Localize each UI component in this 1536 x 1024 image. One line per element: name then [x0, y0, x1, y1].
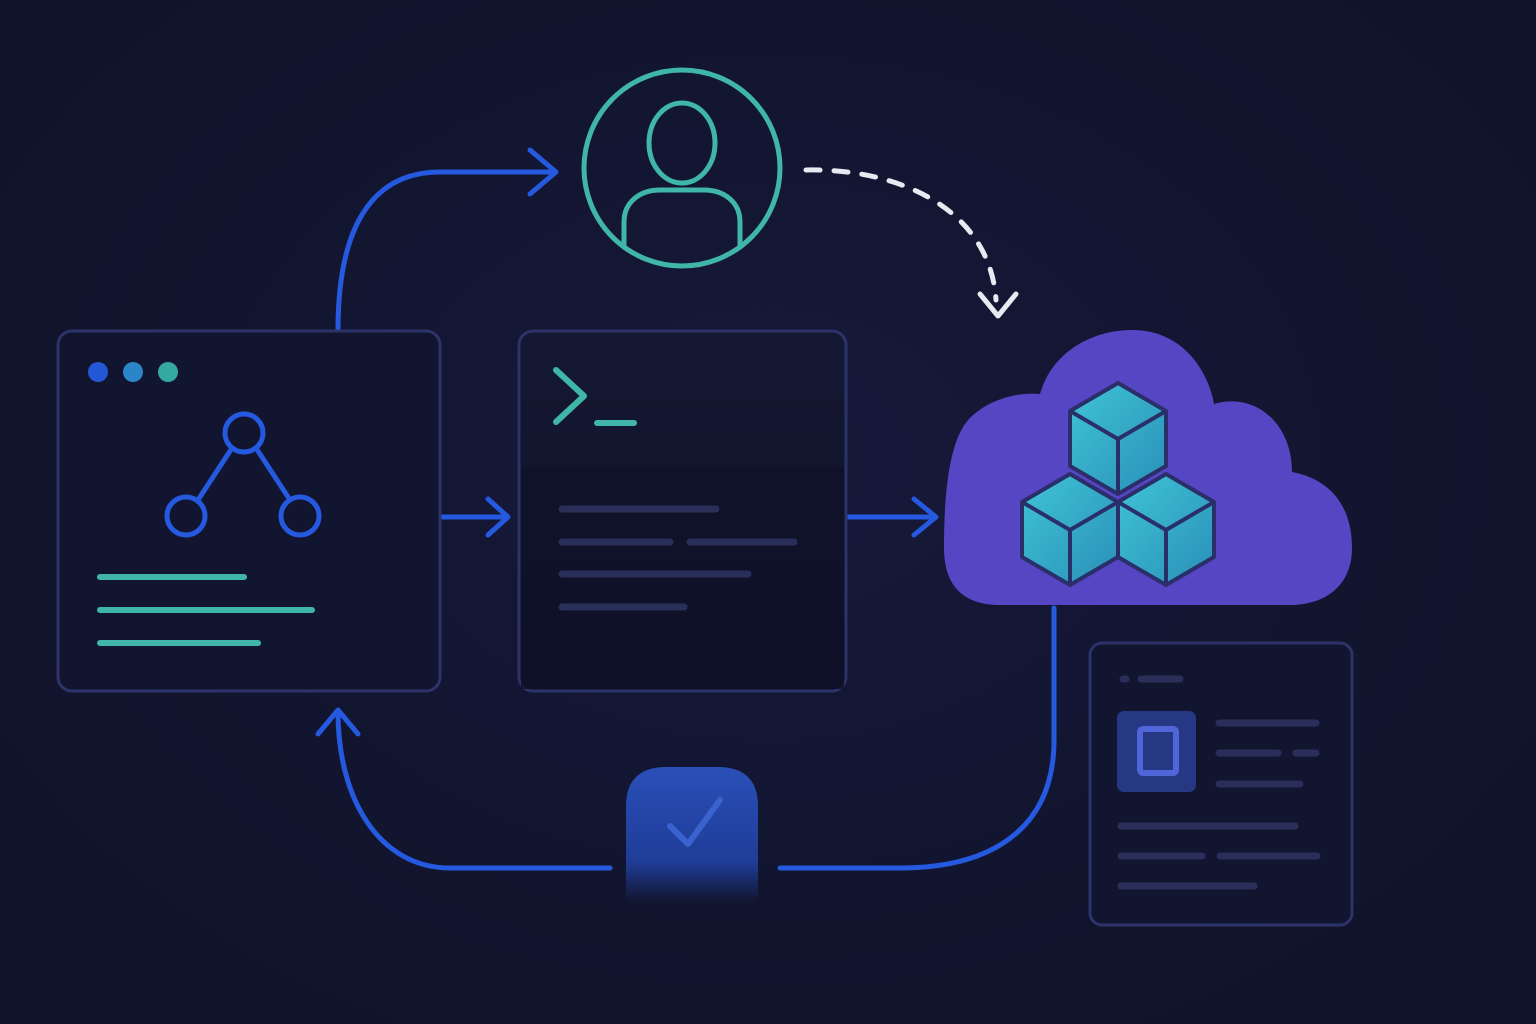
checkmark-icon [667, 797, 723, 847]
user-icon [621, 100, 743, 248]
code-window[interactable] [56, 329, 442, 693]
approval-badge[interactable] [626, 767, 758, 902]
connectors [315, 147, 1057, 871]
arrowhead-terminal-to-cloud [911, 496, 939, 538]
window-dot-1 [88, 362, 108, 382]
arrowhead-code-to-terminal [485, 496, 511, 538]
edge-code-to-user [335, 169, 555, 333]
window-dot-2 [123, 362, 143, 382]
arrowhead-user-to-cloud [977, 291, 1019, 319]
edge-cloud-to-approval [777, 605, 1057, 871]
cloud-node[interactable] [944, 330, 1352, 605]
chip-icon [1117, 711, 1196, 792]
terminal-output-lines [558, 505, 798, 611]
edge-approval-to-code [335, 709, 613, 871]
arrowhead-approval-to-code [315, 707, 361, 737]
window-dot-3 [158, 362, 178, 382]
arrowhead-code-to-user [527, 147, 559, 197]
card-text-lines [1117, 719, 1321, 890]
terminal-window[interactable] [517, 329, 848, 693]
resource-card[interactable] [1088, 641, 1354, 927]
terminal-prompt-icon [553, 367, 637, 426]
cubes-icon [1020, 381, 1216, 587]
edge-user-to-cloud [803, 167, 999, 303]
code-text-lines [97, 574, 315, 646]
git-branch-icon [164, 411, 322, 538]
user-node[interactable] [581, 67, 783, 269]
